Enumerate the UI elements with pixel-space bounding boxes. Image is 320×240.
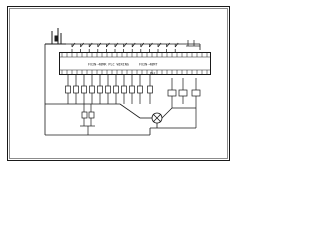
output-relay-row bbox=[65, 85, 153, 94]
input-switch-row bbox=[71, 42, 179, 52]
inner-frame bbox=[9, 8, 228, 159]
control-devices-bottom bbox=[80, 104, 95, 135]
input-switch-blade bbox=[97, 42, 102, 48]
power-input-symbol bbox=[45, 28, 66, 45]
plc-terminals bbox=[61, 52, 208, 75]
output-relay-coil bbox=[89, 85, 95, 94]
output-relay-coil bbox=[105, 85, 111, 94]
input-switch-blade bbox=[88, 42, 93, 48]
output-relay-coil bbox=[65, 85, 71, 94]
plc-model-label: FX2N-48MR PLC WIRING bbox=[88, 63, 129, 67]
motor-symbol bbox=[140, 107, 173, 128]
contactor-group bbox=[167, 78, 201, 128]
output-relay-coil bbox=[97, 85, 103, 94]
output-relay-coil bbox=[129, 85, 135, 94]
input-switch-blade bbox=[166, 42, 170, 48]
output-relay-coil bbox=[121, 85, 127, 94]
input-switch-blade bbox=[174, 42, 179, 48]
output-relay-coil bbox=[137, 85, 143, 94]
output-wires bbox=[67, 75, 151, 104]
outer-frame bbox=[7, 6, 230, 161]
output-relay-coil bbox=[81, 85, 87, 94]
wiring-diagram-canvas: FX2N-48MR PLC WIRING FX2N-48MT PLC bbox=[7, 6, 230, 161]
plc-model-label-right: FX2N-48MT bbox=[139, 63, 157, 67]
plc-body bbox=[59, 52, 211, 75]
return-bus bbox=[45, 103, 196, 136]
input-switch-blade bbox=[149, 42, 153, 48]
drawing-sheet: FX2N-48MR PLC WIRING FX2N-48MT PLC bbox=[7, 6, 230, 161]
input-switch-blade bbox=[123, 42, 127, 48]
input-switch-blade bbox=[140, 42, 145, 48]
input-switch-blade bbox=[114, 42, 119, 48]
supply-terminal-block bbox=[186, 40, 200, 47]
input-switch-blade bbox=[80, 42, 84, 48]
output-relay-coil bbox=[147, 85, 153, 94]
plc-sub-label: PLC bbox=[150, 71, 156, 75]
input-switch-blade bbox=[106, 42, 110, 48]
output-relay-coil bbox=[113, 85, 119, 94]
input-switch-blade bbox=[157, 42, 162, 48]
input-switch-blade bbox=[71, 42, 76, 48]
input-switch-blade bbox=[131, 42, 136, 48]
output-relay-coil bbox=[73, 85, 79, 94]
